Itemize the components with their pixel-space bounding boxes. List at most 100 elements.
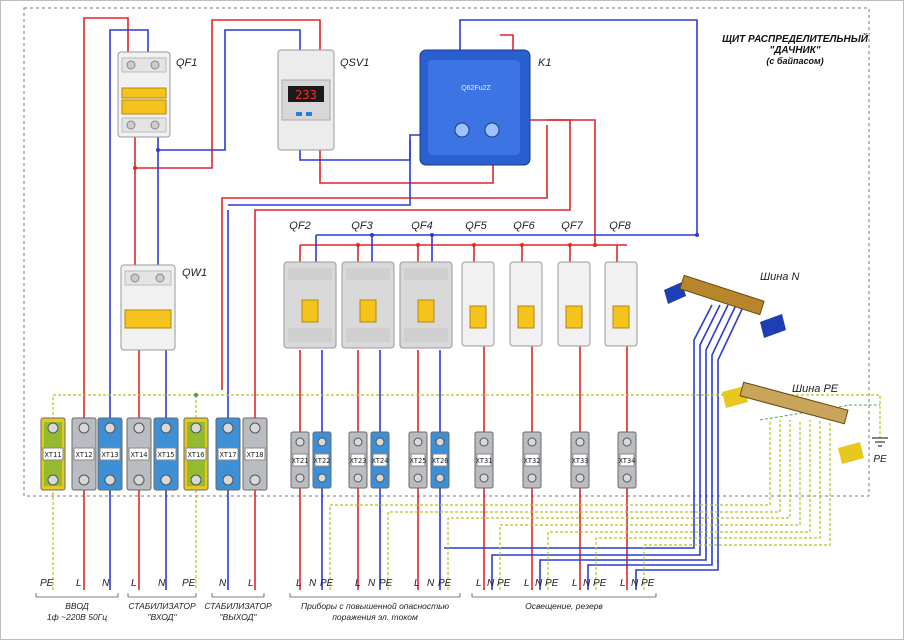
qf5-breaker xyxy=(461,261,495,347)
g3-l: L xyxy=(414,578,420,589)
title-line1: ЩИТ РАСПРЕДЕЛИТЕЛЬНЫЙ xyxy=(722,32,869,45)
terminal-screw-icon xyxy=(78,474,90,486)
terminal-label: XT22 xyxy=(314,457,331,465)
l3-n: N xyxy=(583,578,591,589)
terminal-xt32: XT32 xyxy=(522,431,542,489)
terminal-screw-icon xyxy=(479,473,489,483)
terminal-screw-icon xyxy=(295,473,305,483)
terminal-label: XT16 xyxy=(188,451,205,459)
terminal-screw-icon xyxy=(317,473,327,483)
terminal-screw-icon xyxy=(104,422,116,434)
qw1-switch xyxy=(120,264,176,351)
qf1-label: QF1 xyxy=(176,57,197,69)
caption-vvod-2: 1ф ~220В 50Гц xyxy=(47,612,107,622)
qf6-label: QF6 xyxy=(513,220,535,232)
l2-n: N xyxy=(535,578,543,589)
terminal-label: XT32 xyxy=(524,457,541,465)
stab-out-l: L xyxy=(248,578,254,589)
caption-stab-in-1: СТАБИЛИЗАТОР xyxy=(128,601,196,611)
terminal-tag xyxy=(99,447,121,461)
terminal-screw-icon xyxy=(413,473,423,483)
l3-l: L xyxy=(572,578,578,589)
terminal-screw-icon xyxy=(190,422,202,434)
qf4-rcd xyxy=(399,261,453,349)
terminal-xt31: XT31 xyxy=(474,431,494,489)
terminal-screw-icon xyxy=(133,422,145,434)
terminal-screw-icon xyxy=(435,437,445,447)
terminal-tag xyxy=(217,447,239,461)
terminal-xt22: XT22 xyxy=(312,431,332,489)
l2-l: L xyxy=(524,578,530,589)
qsv1-label: QSV1 xyxy=(340,57,369,69)
l3-pe: PE xyxy=(593,578,607,589)
n-bus-label: Шина N xyxy=(760,271,799,283)
terminal-tag xyxy=(185,447,207,461)
qsv1-voltage-relay: 233 xyxy=(277,49,335,151)
terminal-screw-icon xyxy=(222,474,234,486)
terminal-tag xyxy=(42,447,64,461)
terminal-screw-icon xyxy=(413,437,423,447)
terminal-label: XT11 xyxy=(45,451,62,459)
terminal-xt34: XT34 xyxy=(617,431,637,489)
terminal-screw-icon xyxy=(622,473,632,483)
terminal-label: XT26 xyxy=(432,457,449,465)
stab-in-n: N xyxy=(158,578,166,589)
l2-pe: PE xyxy=(545,578,559,589)
terminal-screw-icon xyxy=(527,473,537,483)
qf1-breaker xyxy=(117,51,171,138)
qf4-label: QF4 xyxy=(411,220,432,232)
terminal-screw-icon xyxy=(375,473,385,483)
terminal-label: XT31 xyxy=(476,457,493,465)
qsv1-display: 233 xyxy=(295,88,317,102)
terminal-screw-icon xyxy=(479,437,489,447)
terminal-xt18: XT18 xyxy=(242,417,268,491)
terminal-screw-icon xyxy=(190,474,202,486)
terminal-tag xyxy=(128,447,150,461)
terminal-tag xyxy=(476,453,492,467)
terminal-tag xyxy=(572,453,588,467)
g2-pe: PE xyxy=(379,578,393,589)
title-line2: "ДАЧНИК" xyxy=(769,45,820,56)
qf8-breaker xyxy=(604,261,638,347)
qf8-label: QF8 xyxy=(609,220,631,232)
terminal-label: XT14 xyxy=(131,451,148,459)
l1-pe: PE xyxy=(497,578,511,589)
terminal-screw-icon xyxy=(435,473,445,483)
n-bus xyxy=(664,274,786,338)
l4-l: L xyxy=(620,578,626,589)
qf7-breaker xyxy=(557,261,591,347)
terminal-label: XT24 xyxy=(372,457,389,465)
pe-bus xyxy=(722,381,864,464)
terminal-screw-icon xyxy=(47,474,59,486)
enclosure-boundary xyxy=(23,7,870,497)
k1-model-text: Q62Fu2Z xyxy=(461,85,491,92)
stab-in-pe: PE xyxy=(182,578,196,589)
terminal-tag xyxy=(410,453,426,467)
caption-danger-2: поражения эл. током xyxy=(332,612,418,622)
qf3-label: QF3 xyxy=(351,220,373,232)
terminal-tag xyxy=(244,447,266,461)
terminal-screw-icon xyxy=(160,474,172,486)
qw1-label: QW1 xyxy=(182,267,207,279)
g1-n: N xyxy=(309,578,317,589)
terminal-screw-icon xyxy=(222,422,234,434)
terminal-label: XT13 xyxy=(102,451,119,459)
terminal-screw-icon xyxy=(249,422,261,434)
title-line3: (с байпасом) xyxy=(766,56,823,66)
terminal-label: XT17 xyxy=(220,451,237,459)
caption-stab-in-2: "ВХОД" xyxy=(147,612,177,622)
terminal-xt14: XT14 xyxy=(126,417,152,491)
terminal-label: XT23 xyxy=(350,457,367,465)
terminal-label: XT34 xyxy=(619,457,636,465)
g1-l: L xyxy=(296,578,302,589)
k1-relay: Q62Fu2Z xyxy=(419,49,531,166)
terminal-screw-icon xyxy=(104,474,116,486)
qf2-rcd xyxy=(283,261,337,349)
terminal-screw-icon xyxy=(527,437,537,447)
terminal-label: XT12 xyxy=(76,451,93,459)
terminal-tag xyxy=(292,453,308,467)
terminal-label: XT18 xyxy=(247,451,264,459)
g2-n: N xyxy=(368,578,376,589)
